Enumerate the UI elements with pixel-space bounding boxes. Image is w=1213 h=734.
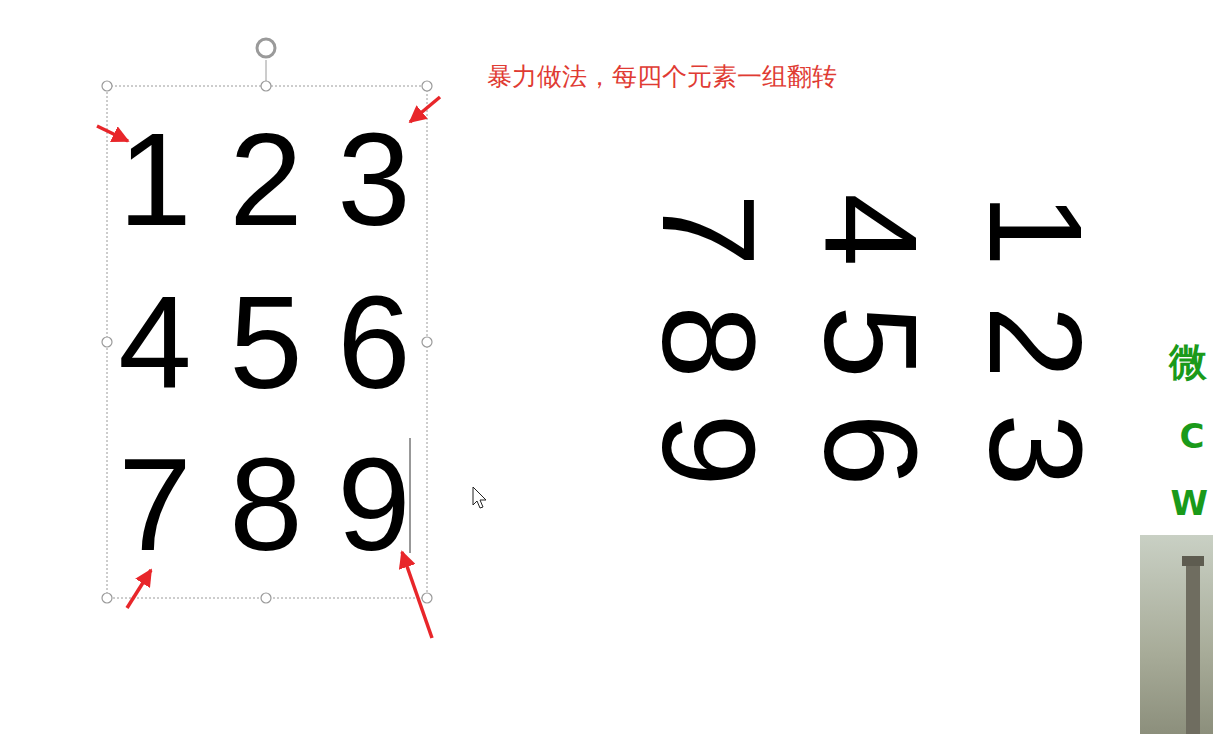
- side-panel-text: C: [1180, 419, 1205, 453]
- matrix-cell: 7: [118, 439, 191, 571]
- matrix-cell: 9: [337, 439, 410, 571]
- annotation-note: 暴力做法，每四个元素一组翻转: [487, 64, 837, 89]
- rotated-cell: 8: [642, 305, 774, 378]
- rotated-cell: 4: [804, 193, 936, 266]
- matrix-cell: 8: [229, 439, 302, 571]
- photo-thumbnail: [1140, 535, 1213, 734]
- matrix-cell: 6: [337, 277, 410, 409]
- matrix-cell: 5: [229, 277, 302, 409]
- rotated-cell: 2: [969, 305, 1101, 378]
- rotated-cell: 7: [642, 193, 774, 266]
- matrix-cell: 2: [229, 114, 302, 246]
- rotated-cell: 5: [804, 305, 936, 378]
- matrix-cell: 4: [118, 277, 191, 409]
- pointer-arrows: [97, 97, 440, 638]
- rotated-cell: 1: [969, 193, 1101, 266]
- matrix-cell: 3: [337, 114, 410, 246]
- side-panel-text: W: [1170, 486, 1208, 520]
- rotated-cell: 6: [804, 413, 936, 486]
- rotated-cell: 9: [642, 413, 774, 486]
- matrix-cell: 1: [118, 114, 191, 246]
- rotated-cell: 3: [969, 413, 1101, 486]
- side-panel-text: 微: [1169, 343, 1207, 381]
- selection-frame: [102, 39, 432, 603]
- mouse-cursor: [473, 487, 486, 508]
